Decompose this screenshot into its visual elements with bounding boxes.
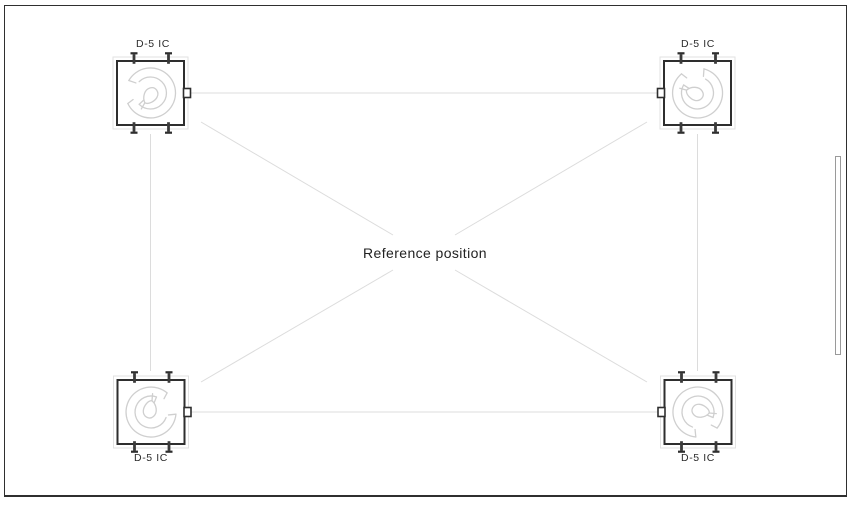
- speaker-top-left: [112, 51, 192, 135]
- speaker-bottom-right: [657, 370, 737, 454]
- speaker-label-bottom-right: D-5 IC: [681, 452, 715, 464]
- guide-diagonal-top-right: [454, 121, 648, 236]
- speaker-label-top-left: D-5 IC: [136, 38, 170, 50]
- speaker-label-bottom-left: D-5 IC: [134, 452, 168, 464]
- display-panel-symbol: [835, 156, 841, 355]
- reference-position-label: Reference position: [363, 245, 487, 261]
- speaker-bottom-left: [112, 370, 192, 454]
- connector-tab: [656, 87, 666, 99]
- speaker-top-right: [656, 51, 736, 135]
- guide-diagonal-top-left: [200, 121, 394, 236]
- connector-tab: [182, 87, 192, 99]
- connector-tab: [657, 406, 666, 418]
- guide-diagonal-bottom-right: [454, 269, 648, 383]
- guide-diagonal-bottom-left: [200, 269, 394, 383]
- speaker-label-top-right: D-5 IC: [681, 38, 715, 50]
- connector-tab: [183, 406, 192, 418]
